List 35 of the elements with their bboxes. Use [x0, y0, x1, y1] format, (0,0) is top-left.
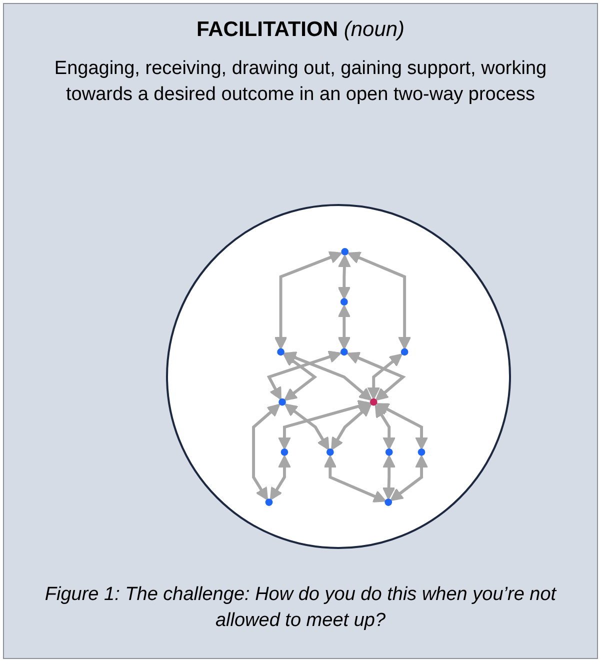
- arrow: [283, 353, 318, 401]
- arrow: [274, 251, 342, 350]
- arrow: [270, 455, 291, 500]
- node-circle: [385, 448, 393, 456]
- arrow: [324, 455, 386, 502]
- arrow: [338, 254, 351, 300]
- node-circle: [370, 398, 378, 406]
- arrow: [367, 354, 402, 400]
- node-circle: [265, 498, 273, 506]
- arrow: [284, 404, 330, 450]
- arrow: [348, 252, 412, 350]
- node-circle: [418, 448, 426, 456]
- node-circle: [280, 448, 288, 456]
- definition-text: Engaging, receiving, drawing out, gaining support, working towards a desired outcome in an open two-way process: [53, 57, 548, 107]
- node-circle: [340, 348, 348, 356]
- title: FACILITATION (noun): [195, 18, 406, 42]
- node-circle: [278, 398, 286, 406]
- node-circle: [400, 348, 408, 356]
- arrow: [382, 455, 396, 500]
- node-circle: [277, 348, 284, 356]
- arrow: [374, 404, 396, 450]
- arrow: [390, 455, 428, 502]
- caption: Figure 1: The challenge: How do you do this when you’re not allowed to meet up?: [44, 583, 558, 633]
- arrow: [376, 403, 428, 450]
- arrow: [284, 352, 372, 401]
- arrow: [338, 304, 351, 350]
- node-circle: [326, 448, 334, 456]
- arrow: [278, 400, 371, 450]
- node-circle: [341, 248, 349, 256]
- node-circle: [340, 298, 348, 306]
- arrow: [331, 404, 372, 450]
- node-circle: [384, 498, 392, 506]
- arrow: [266, 350, 342, 400]
- arrow: [252, 404, 280, 500]
- arrow: [346, 352, 406, 401]
